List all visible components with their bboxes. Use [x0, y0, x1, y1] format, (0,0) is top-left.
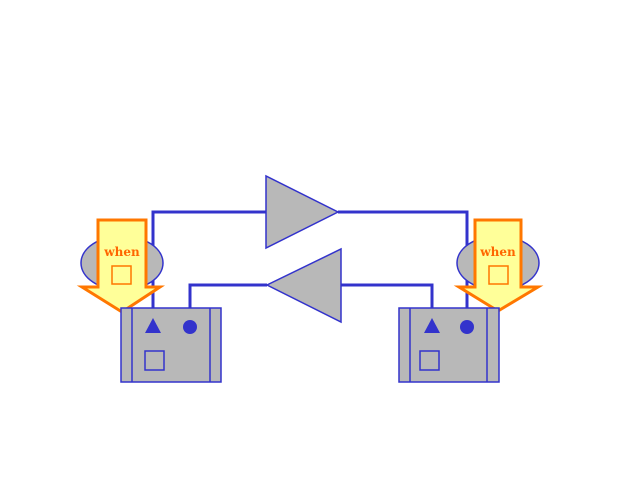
right-input-port-triangle[interactable] [424, 318, 440, 333]
forward-triangle-block[interactable] [265, 174, 340, 250]
left-when-square-icon [111, 265, 132, 285]
right-component-group: when [398, 218, 544, 383]
left-when-label: when [103, 245, 140, 259]
right-when-square-icon [488, 265, 509, 285]
left-output-port-circle[interactable] [183, 320, 197, 334]
left-state-square-icon [144, 350, 165, 371]
left-state-block[interactable] [120, 307, 222, 383]
right-state-square-icon [419, 350, 440, 371]
right-output-port-circle[interactable] [460, 320, 474, 334]
right-when-label: when [479, 245, 516, 259]
right-state-block[interactable] [398, 307, 500, 383]
backward-triangle-block[interactable] [265, 247, 342, 324]
left-component-group: when [76, 218, 222, 383]
left-input-port-triangle[interactable] [145, 318, 161, 333]
